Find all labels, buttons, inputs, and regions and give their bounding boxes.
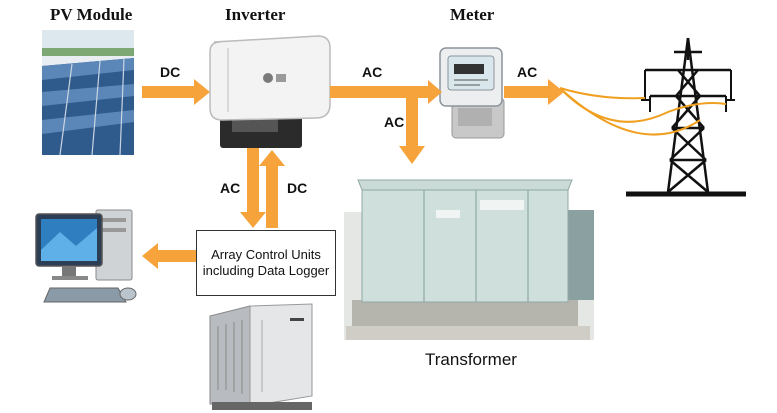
arrow-inverter-to-meter bbox=[330, 86, 430, 98]
controller-cabinet-icon bbox=[209, 303, 313, 410]
flow-arrows bbox=[142, 79, 564, 269]
arrow-pv-to-inverter bbox=[142, 79, 210, 105]
flow-label-inverter-to-controller: AC bbox=[220, 180, 241, 196]
array-control-units-text: Array Control Units including Data Logge… bbox=[202, 247, 330, 278]
arrow-meter-to-grid bbox=[504, 79, 564, 105]
transmission-tower-icon bbox=[626, 37, 746, 197]
transformer-label: Transformer bbox=[425, 350, 517, 369]
flow-label-pv-to-inverter: DC bbox=[160, 64, 181, 80]
inverter-label: Inverter bbox=[225, 5, 286, 24]
inverter-icon bbox=[209, 35, 331, 148]
transformer-icon bbox=[344, 179, 594, 340]
computer-icon bbox=[35, 209, 137, 303]
arrow-controller-to-inverter bbox=[259, 150, 285, 228]
flow-label-down-to-transformer: AC bbox=[384, 114, 405, 130]
meter-icon bbox=[439, 47, 505, 139]
flow-label-meter-to-grid: AC bbox=[517, 64, 538, 80]
flow-label-controller-to-inverter: DC bbox=[287, 180, 308, 196]
solar-panel-icon bbox=[42, 30, 134, 156]
meter-label: Meter bbox=[450, 5, 495, 24]
flow-label-inverter-to-meter: AC bbox=[362, 64, 383, 80]
power-wires bbox=[559, 87, 727, 136]
array-control-units-box: Array Control Units including Data Logge… bbox=[196, 230, 336, 296]
arrow-inverter-to-controller bbox=[240, 148, 266, 228]
pv-module-label: PV Module bbox=[50, 5, 133, 24]
arrow-down-to-transformer bbox=[399, 96, 425, 164]
arrow-controller-to-computer bbox=[142, 243, 196, 269]
